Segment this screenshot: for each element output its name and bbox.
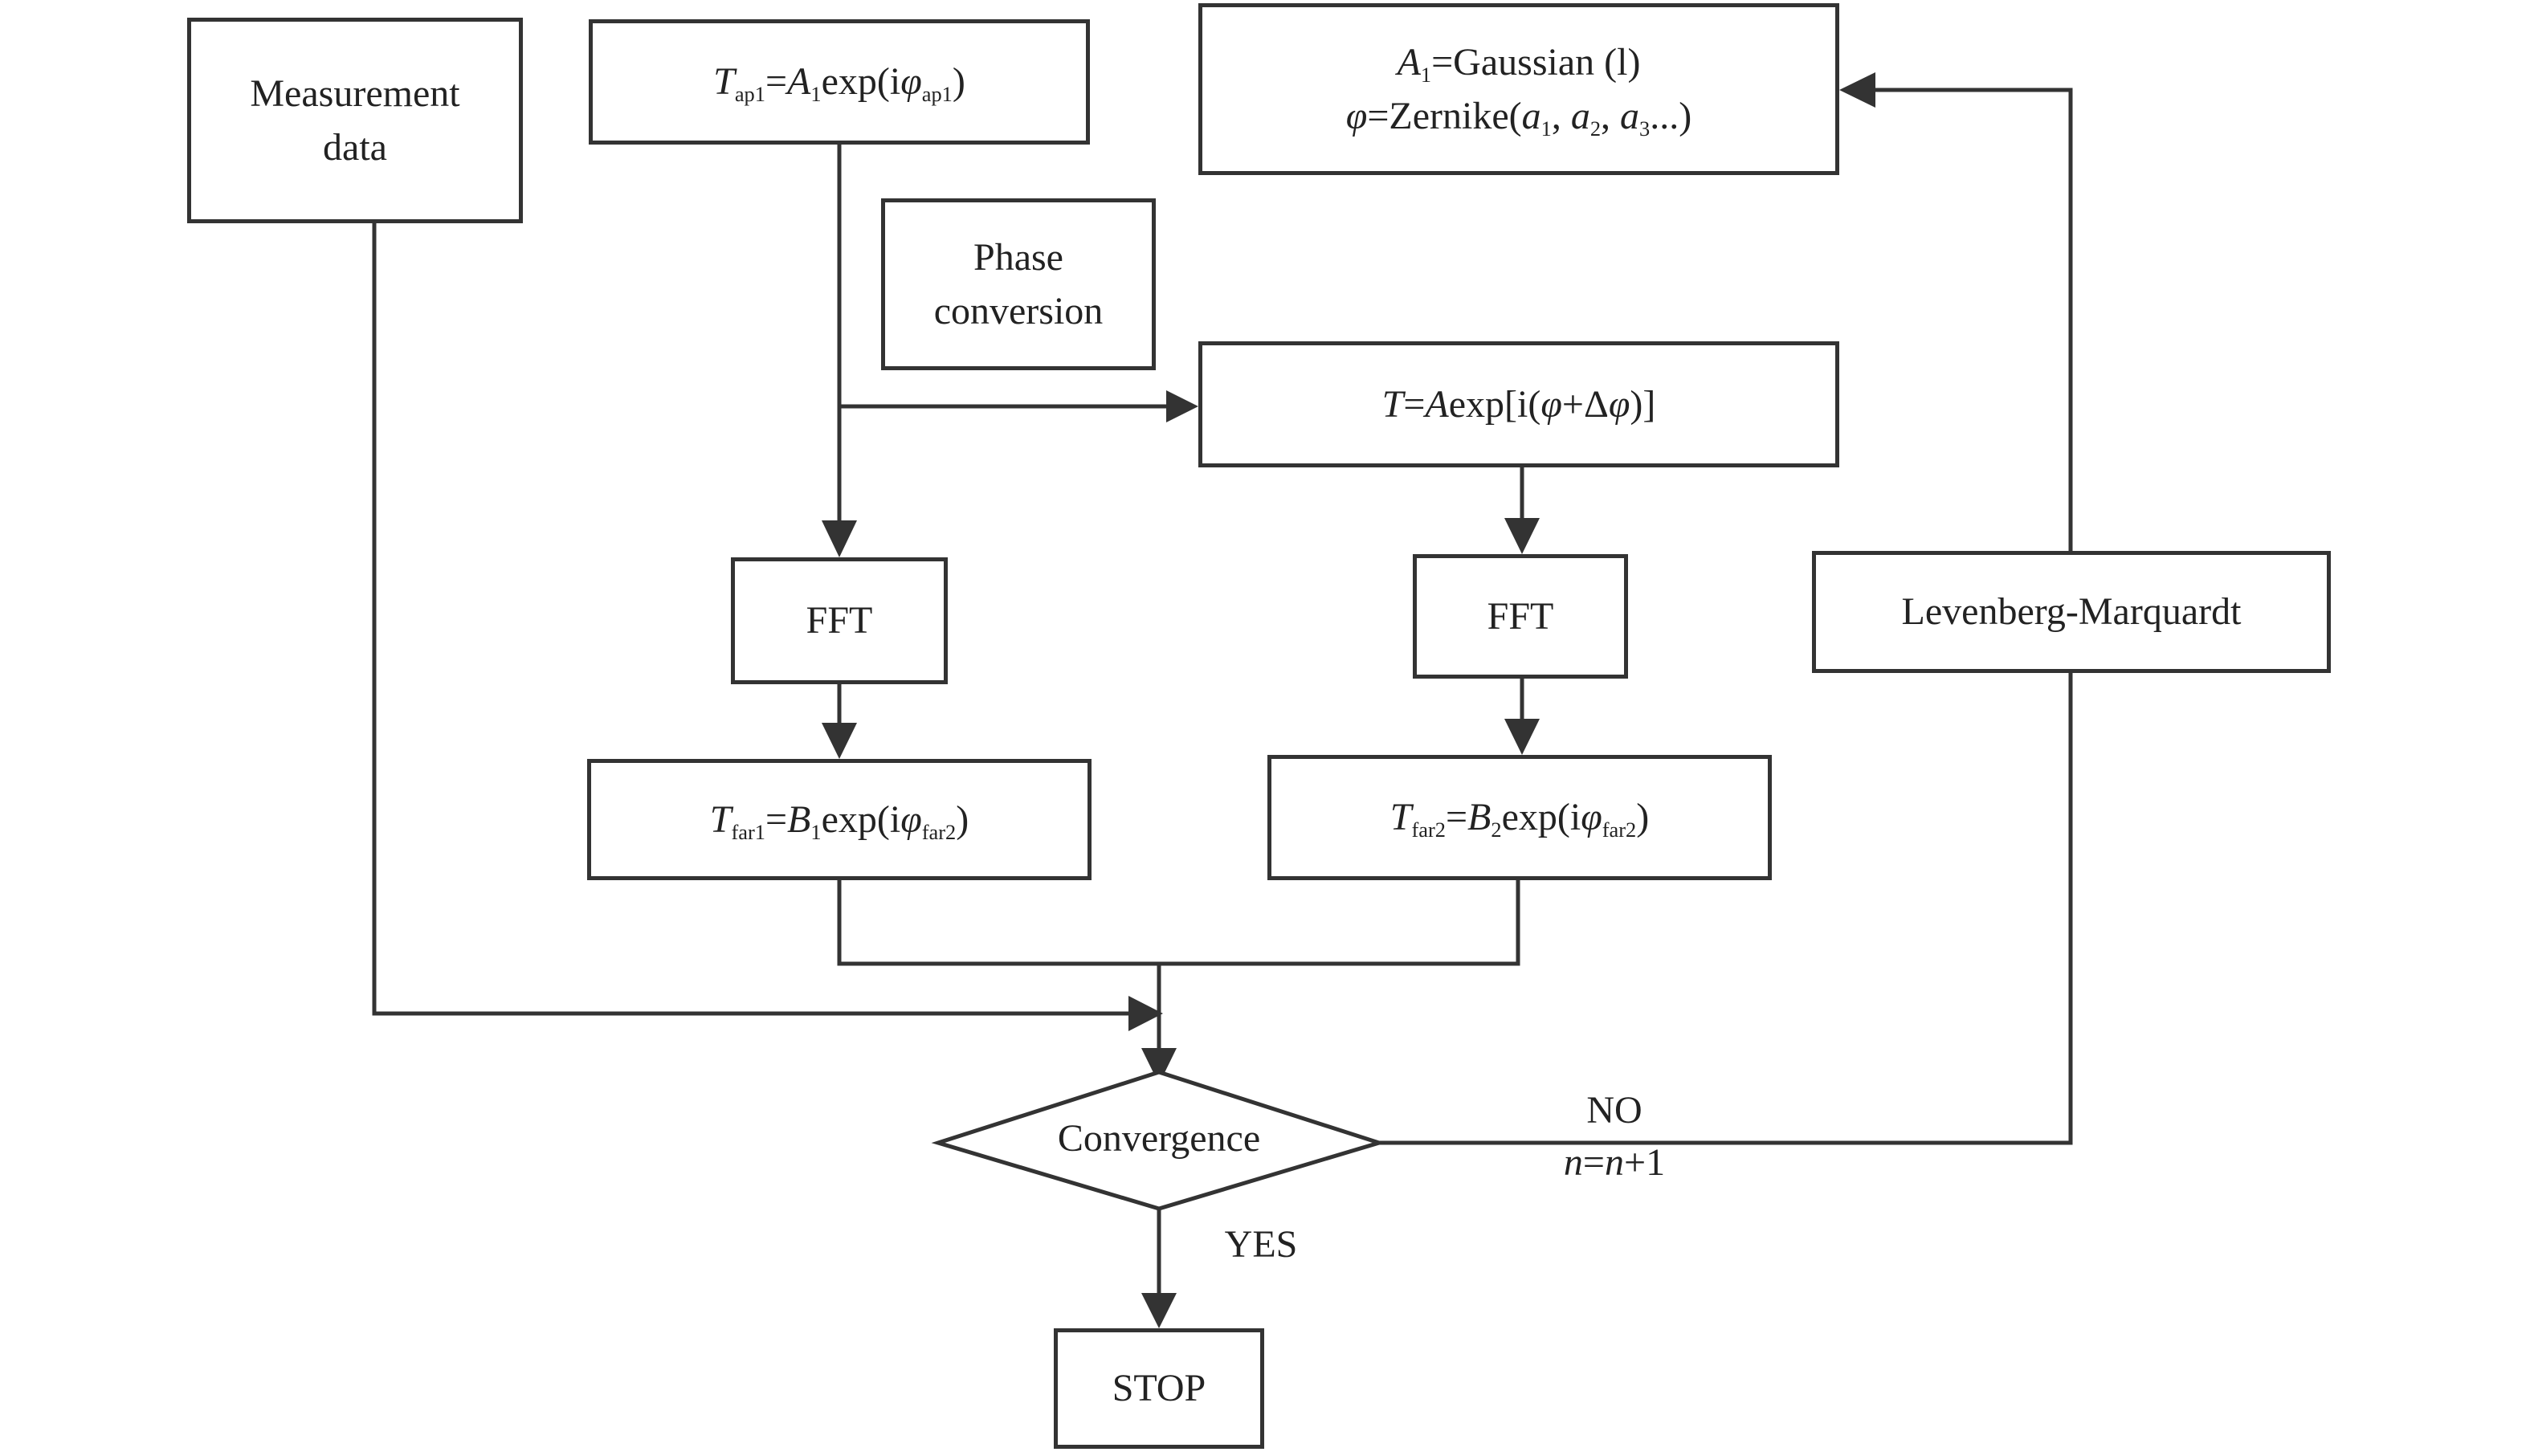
phase-conversion-line1: Phase — [973, 235, 1063, 279]
init-phase-formula: φ=Zernike(a1, a2, a3...) — [1345, 95, 1692, 141]
stop-box: STOP — [1054, 1328, 1264, 1449]
yes-label: YES — [1224, 1223, 1298, 1266]
fft-left-box: FFT — [731, 557, 948, 684]
fft-left-label: FFT — [806, 599, 873, 642]
arrowhead-fft-left — [822, 520, 857, 557]
fft-right-label: FFT — [1487, 594, 1554, 638]
t-modified-formula: T=Aexp[i(φ+Δφ)] — [1381, 382, 1656, 426]
edge-lm-to-init — [1871, 88, 2073, 551]
stop-label: STOP — [1112, 1367, 1206, 1410]
tfar2-formula: Tfar2=B2exp(iφfar2) — [1389, 796, 1650, 842]
levenberg-marquardt-label: Levenberg-Marquardt — [1901, 590, 2242, 634]
arrowhead-tmod — [1166, 390, 1198, 422]
edge-tfar1-to-merge — [837, 880, 1520, 966]
arrowhead-stop — [1141, 1293, 1177, 1328]
fft-right-box: FFT — [1413, 554, 1628, 679]
levenberg-marquardt-box: Levenberg-Marquardt — [1812, 551, 2331, 673]
measurement-data-line1: Measurement — [250, 71, 460, 115]
tfar2-box: Tfar2=B2exp(iφfar2) — [1267, 755, 1772, 880]
t-modified-box: T=Aexp[i(φ+Δφ)] — [1198, 341, 1839, 467]
measurement-data-box: Measurement data — [187, 18, 523, 223]
edge-convergence-no-to-lm — [1379, 673, 2073, 1145]
convergence-diamond — [931, 1070, 1386, 1211]
measurement-data-line2: data — [323, 126, 387, 169]
init-amplitude-formula: A1=Gaussian (l) — [1397, 40, 1641, 88]
arrowhead-merge — [1128, 996, 1163, 1031]
no-label: NO — [1586, 1089, 1642, 1132]
edge-measurement-to-merge — [372, 223, 1139, 1016]
arrowhead-tfar1 — [822, 723, 857, 759]
arrowhead-convergence — [1141, 1048, 1177, 1084]
init-parameters-box: A1=Gaussian (l) φ=Zernike(a1, a2, a3...) — [1198, 3, 1839, 175]
phase-conversion-line2: conversion — [933, 290, 1104, 332]
arrowhead-fft-right — [1504, 518, 1540, 554]
tfar1-formula: Tfar1=B1exp(iφfar2) — [709, 797, 969, 845]
tap1-formula: Tap1=A1exp(iφap1) — [713, 60, 965, 107]
arrowhead-init — [1839, 72, 1875, 108]
phase-conversion-box: Phase conversion — [881, 198, 1156, 370]
arrowhead-tfar2 — [1504, 719, 1540, 755]
tap1-box: Tap1=A1exp(iφap1) — [589, 19, 1090, 145]
convergence-label: Convergence — [1057, 1117, 1261, 1160]
tfar1-box: Tfar1=B1exp(iφfar2) — [587, 759, 1092, 880]
iteration-label: n=n+1 — [1563, 1141, 1666, 1184]
